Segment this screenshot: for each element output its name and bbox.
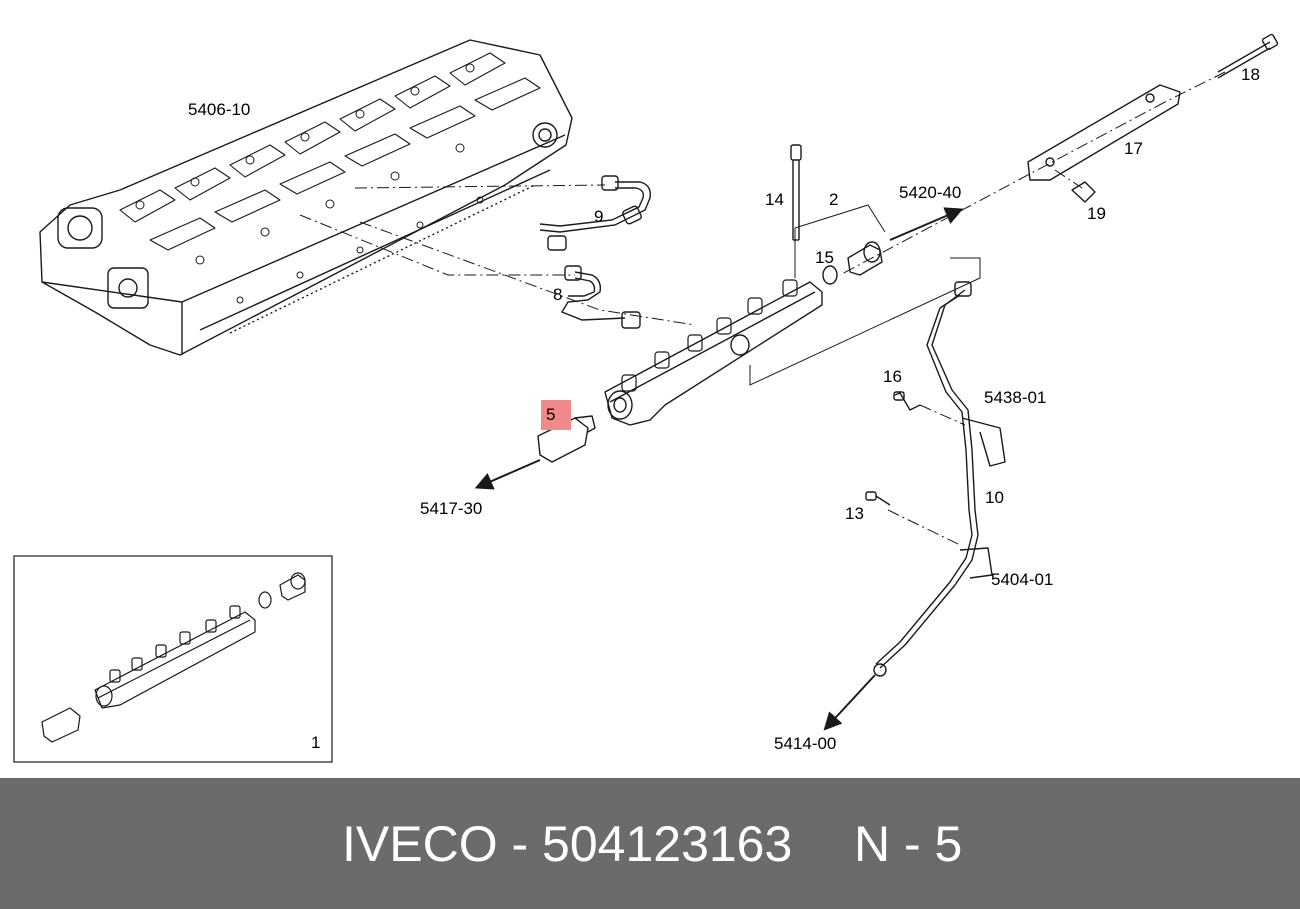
seal-and-plug-drawing: [822, 241, 883, 285]
part-5-highlight: [541, 400, 571, 430]
direction-arrows: [474, 207, 964, 731]
bracket-lines: [749, 204, 981, 386]
callout-5417-30: 5417-30: [420, 499, 482, 518]
callout-5414-00: 5414-00: [774, 734, 836, 753]
brand-part-number: IVECO - 504123163: [342, 816, 793, 872]
callout-9: 9: [594, 207, 603, 226]
callout-5438-01: 5438-01: [984, 388, 1046, 407]
callout-14: 14: [765, 190, 784, 209]
callout-8: 8: [553, 285, 562, 304]
callout-5404-01: 5404-01: [991, 570, 1053, 589]
pipe-9-drawing: [539, 175, 651, 251]
callout-2: 2: [829, 190, 838, 209]
arrow-5417-30: [474, 459, 541, 490]
callout-19: 19: [1087, 204, 1106, 223]
callout-1: 1: [311, 733, 320, 752]
exploded-parts-diagram: 5406-10 9 8 14 2 15 5420-40 18 17 19 16 …: [13, 33, 1279, 763]
kit-inset-drawing: [41, 572, 306, 743]
callout-15: 15: [815, 248, 834, 267]
arrow-5414-00: [823, 674, 876, 731]
pipe-8-drawing: [560, 265, 641, 329]
leader-lines: [299, 71, 1226, 546]
cylinder-head-drawing: [39, 39, 573, 356]
fuel-rail-drawing: [604, 279, 823, 426]
callout-16: 16: [883, 367, 902, 386]
bolt-14-drawing: [790, 144, 802, 241]
callout-5420-40: 5420-40: [899, 183, 961, 202]
part-number-footer: IVECO - 504123163 N - 5: [0, 778, 1300, 909]
pipe-10-drawing: [865, 281, 1006, 677]
callout-13: 13: [845, 504, 864, 523]
kit-inset-frame: [13, 555, 333, 763]
callout-5406-10: 5406-10: [188, 100, 250, 119]
arrow-5420-40: [889, 207, 964, 241]
callout-10: 10: [985, 488, 1004, 507]
bracket-17-drawing: [1027, 33, 1279, 203]
position-number: N - 5: [854, 816, 963, 872]
callout-18: 18: [1241, 65, 1260, 84]
callout-5: 5: [546, 405, 555, 424]
callout-17: 17: [1124, 139, 1143, 158]
sensor-5-drawing: [537, 415, 596, 463]
